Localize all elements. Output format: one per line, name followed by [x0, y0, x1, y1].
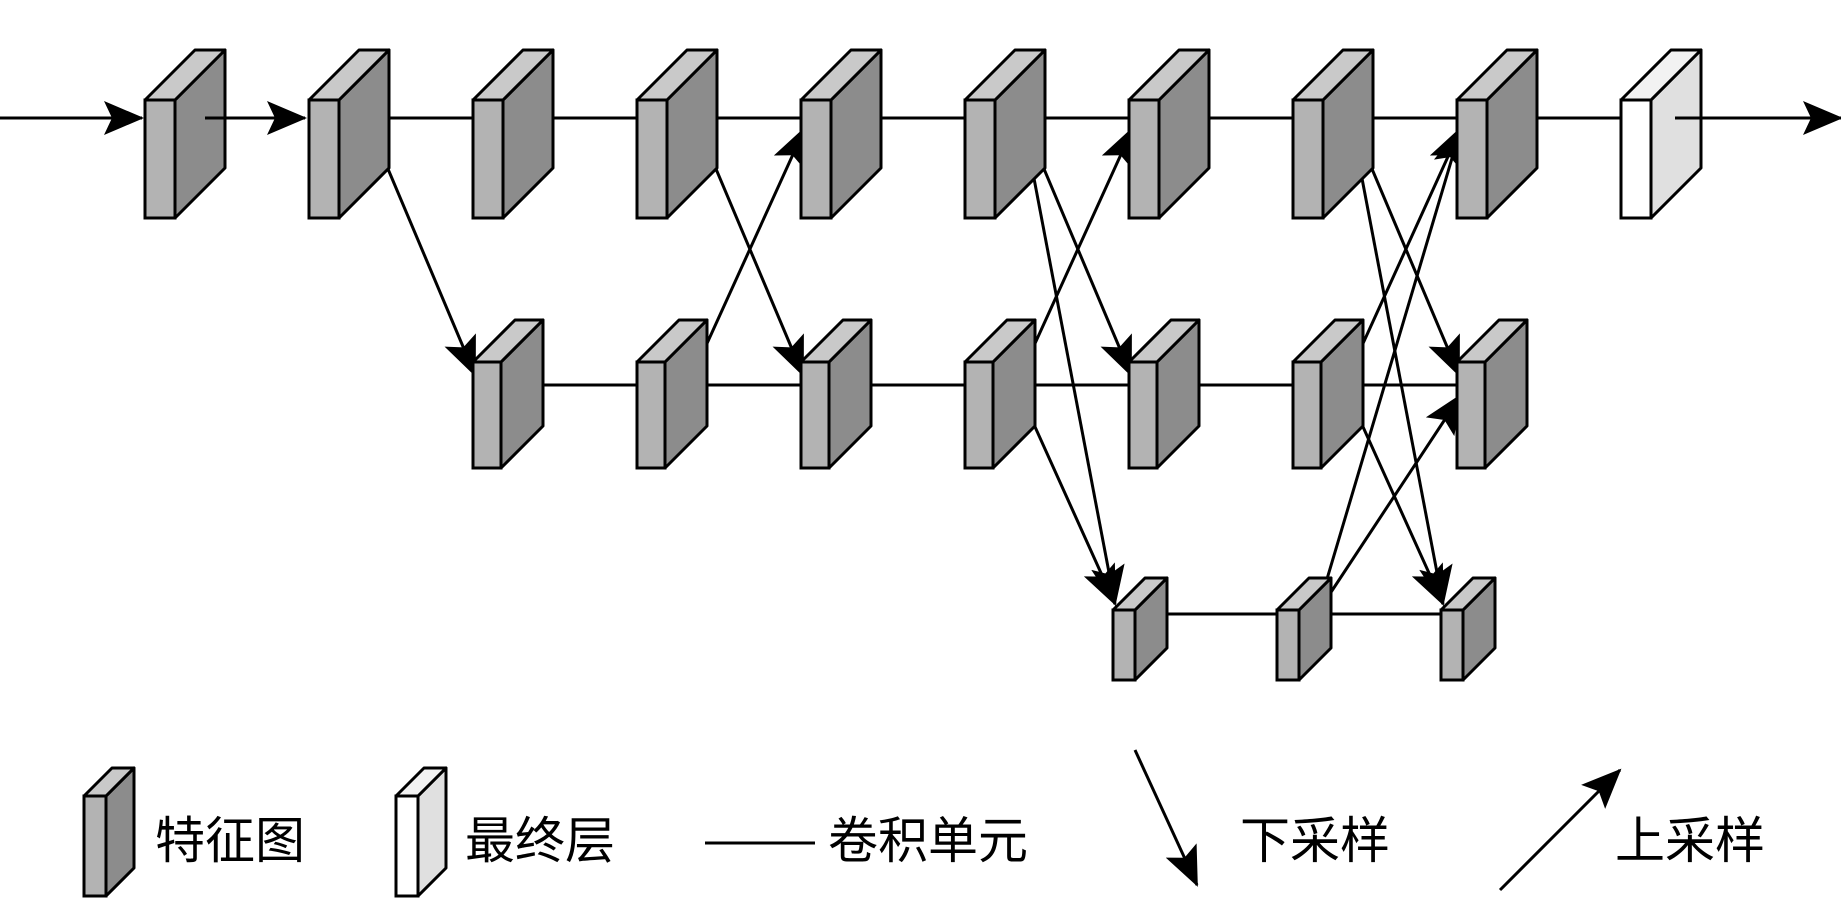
feature-map-block	[635, 48, 719, 220]
feature-map-block	[1455, 48, 1539, 220]
final-layer-block	[1619, 48, 1703, 220]
feature-map-block	[799, 318, 873, 470]
legend-feature-map-shape	[82, 766, 136, 898]
legend-downsample-label: 下采样	[1240, 812, 1390, 870]
feature-map-block	[1127, 48, 1211, 220]
legend-final-layer: 最终层	[394, 766, 615, 898]
legend: 特征图 最终层 卷积单元 下采样 上采样	[82, 749, 1765, 898]
legend-final-layer-shape	[394, 766, 448, 898]
feature-map-block	[1291, 318, 1365, 470]
feature-map-block	[1291, 48, 1375, 220]
feature-map-block	[307, 48, 391, 220]
feature-map-block	[1127, 318, 1201, 470]
legend-conv-unit-label: 卷积单元	[828, 812, 1028, 870]
legend-upsample-arrow	[1498, 768, 1622, 892]
feature-map-block	[143, 48, 227, 220]
legend-upsample-label: 上采样	[1615, 812, 1765, 870]
feature-map-block	[1439, 576, 1497, 682]
upsample-arrow	[1315, 126, 1467, 615]
feature-maps-layer	[143, 48, 1703, 682]
legend-upsample: 上采样	[1498, 768, 1765, 892]
feature-map-block	[799, 48, 883, 220]
legend-final-layer-icon	[394, 766, 448, 898]
legend-downsample: 下采样	[1133, 749, 1390, 887]
feature-map-block	[963, 318, 1037, 470]
legend-conv-unit: 卷积单元	[705, 812, 1028, 870]
feature-map-block	[635, 318, 709, 470]
feature-map-block	[963, 48, 1047, 220]
downsample-arrow	[1021, 117, 1125, 606]
feature-map-block	[1111, 576, 1169, 682]
feature-map-block	[1275, 576, 1333, 682]
downsample-arrow	[1349, 117, 1453, 606]
legend-feature-map: 特征图	[82, 766, 305, 898]
feature-map-block	[471, 48, 555, 220]
legend-downsample-arrow	[1133, 749, 1199, 887]
feature-map-block	[1455, 318, 1529, 470]
upsample-arrow	[1315, 393, 1463, 615]
legend-feature-map-label: 特征图	[155, 812, 305, 870]
legend-final-layer-label: 最终层	[465, 812, 615, 870]
legend-feature-map-icon	[82, 766, 136, 898]
feature-map-block	[471, 318, 545, 470]
